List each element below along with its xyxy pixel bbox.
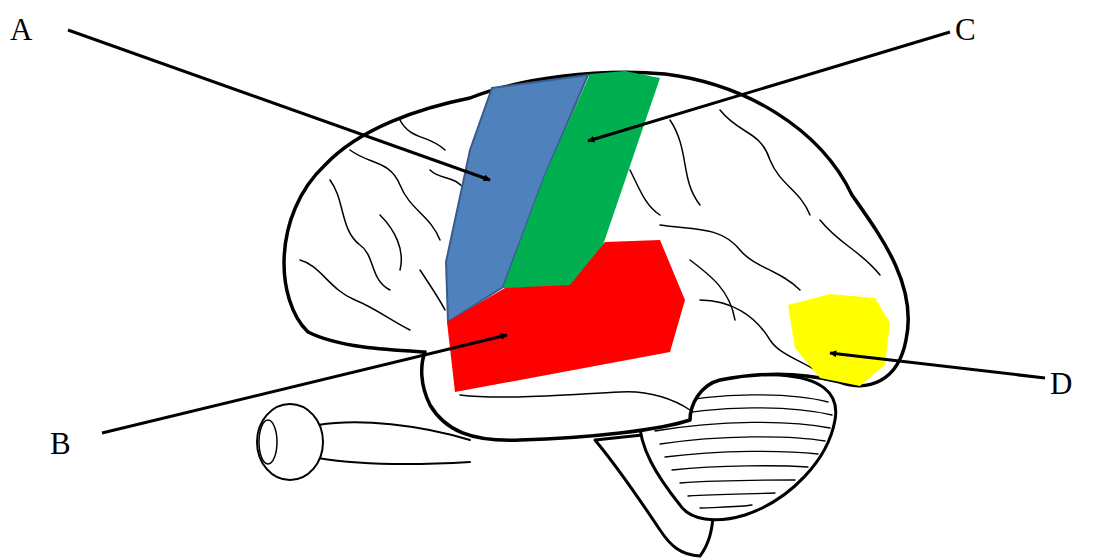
leader-line [68, 30, 490, 180]
leader-line [830, 353, 1045, 378]
region-b-red [447, 240, 685, 392]
region-d-yellow [788, 294, 890, 386]
callout-letter: A [10, 14, 32, 45]
eye-globe [257, 404, 323, 480]
optic-nerve [318, 422, 470, 464]
callout-letter: C [955, 14, 976, 45]
leader-line [102, 335, 507, 433]
callout-letter: D [1050, 368, 1072, 399]
eye-lens [259, 420, 277, 464]
callout-letter: B [50, 428, 71, 459]
leader-line [588, 32, 950, 141]
